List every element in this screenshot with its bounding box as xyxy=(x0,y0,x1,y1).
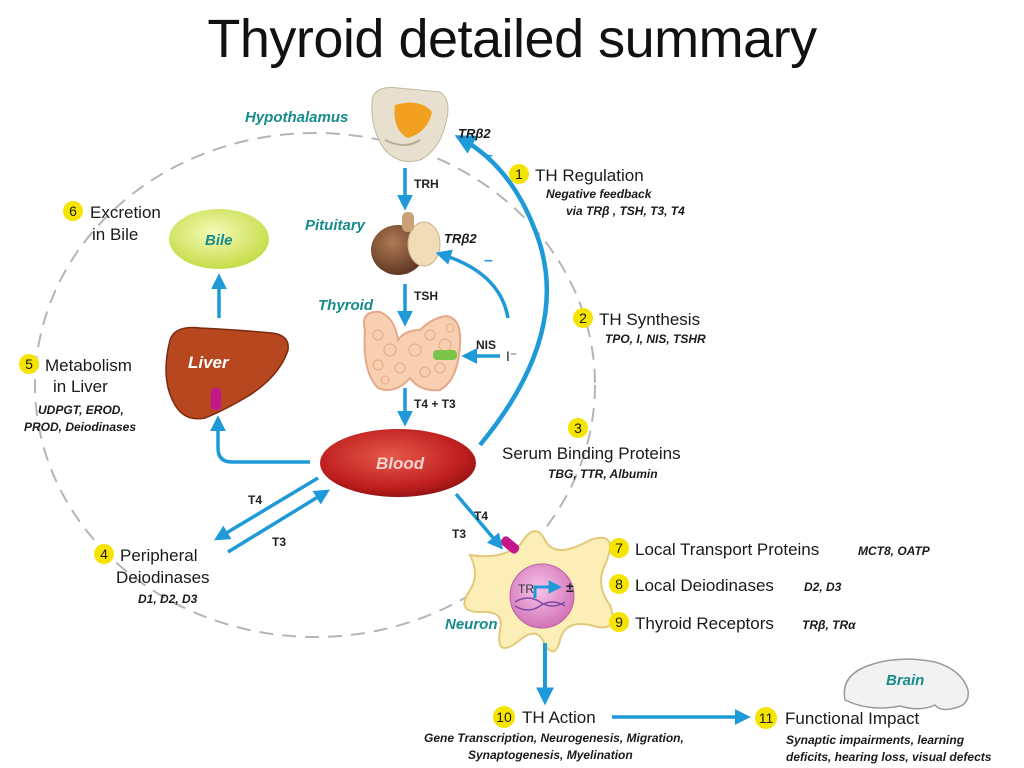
step-9-thyroid-receptors: 9 Thyroid Receptors TRβ, TRα xyxy=(609,612,856,633)
step-9-number: 9 xyxy=(615,614,623,630)
step-11-functional-impact: 11 Functional Impact Synaptic impairment… xyxy=(755,707,992,764)
step-5-title: Metabolism xyxy=(45,356,132,375)
tr-arrow xyxy=(533,580,563,598)
blood-to-liver-arrow xyxy=(210,415,310,464)
t3-peripheral-arrow xyxy=(227,489,331,554)
step-1-title: TH Regulation xyxy=(535,166,644,185)
step-9-sub1: TRβ, TRα xyxy=(802,618,856,632)
feedback-pituitary-arrow xyxy=(435,249,510,319)
tsh-label: TSH xyxy=(414,289,438,303)
trbeta2-top-label: TRβ2 xyxy=(458,126,491,141)
step-7-number: 7 xyxy=(615,540,623,556)
bile-label: Bile xyxy=(205,232,233,249)
t4-peripheral-arrow xyxy=(213,476,319,541)
step-4-number: 4 xyxy=(100,546,108,562)
step-5-metabolism-liver: 5 Metabolism in Liver UDPGT, EROD, PROD,… xyxy=(19,354,136,434)
step-9-title: Thyroid Receptors xyxy=(635,614,774,633)
step-10-sub1: Gene Transcription, Neurogenesis, Migrat… xyxy=(424,731,684,745)
iodide-label: I⁻ xyxy=(506,348,517,364)
liver-transporter xyxy=(211,388,221,410)
step-7-sub1: MCT8, OATP xyxy=(858,544,931,558)
step-8-local-deiodinases: 8 Local Deiodinases D2, D3 xyxy=(609,574,842,595)
minus-top-label: – xyxy=(484,147,493,164)
step-10-title: TH Action xyxy=(522,708,596,727)
step-11-sub2: deficits, hearing loss, visual defects xyxy=(786,750,992,764)
t3-left-label: T3 xyxy=(272,535,286,549)
nis-transporter xyxy=(433,350,457,360)
step-11-number: 11 xyxy=(759,710,774,726)
step-10-number: 10 xyxy=(496,709,512,725)
t4-right-label: T4 xyxy=(474,509,488,523)
step-8-sub1: D2, D3 xyxy=(804,580,842,594)
step-4-peripheral-deiodinases: 4 Peripheral Deiodinases D1, D2, D3 xyxy=(94,544,210,606)
step-5-sub2: PROD, Deiodinases xyxy=(24,420,136,434)
pituitary-label: Pituitary xyxy=(305,217,366,234)
step-1-sub2: via TRβ , TSH, T3, T4 xyxy=(566,204,685,218)
step-7-local-transport: 7 Local Transport Proteins MCT8, OATP xyxy=(609,538,931,559)
step-11-sub1: Synaptic impairments, learning xyxy=(786,733,965,747)
nis-label: NIS xyxy=(476,338,496,352)
step-3-title: Serum Binding Proteins xyxy=(502,444,681,463)
step-6-number: 6 xyxy=(69,203,77,219)
plus-minus-label: ± xyxy=(566,579,574,595)
hypothalamus-illustration xyxy=(371,87,449,163)
thyroid-gland-illustration xyxy=(363,310,462,392)
brain-label: Brain xyxy=(886,672,924,689)
minus-mid-label: – xyxy=(484,252,493,269)
pituitary-illustration xyxy=(371,212,441,275)
step-1-th-regulation: 1 TH Regulation Negative feedback via TR… xyxy=(509,164,685,218)
step-6-title: Excretion xyxy=(90,203,161,222)
step-2-th-synthesis: 2 TH Synthesis TPO, I, NIS, TSHR xyxy=(573,308,706,346)
blood-to-neuron-arrow xyxy=(454,492,504,550)
step-10-th-action: 10 TH Action Gene Transcription, Neuroge… xyxy=(424,706,684,762)
step-3-number: 3 xyxy=(574,420,582,436)
dashed-cycle-ring xyxy=(34,132,596,638)
step-10-sub2: Synaptogenesis, Myelination xyxy=(468,748,633,762)
step-11-title: Functional Impact xyxy=(785,709,919,728)
t4-left-label: T4 xyxy=(248,493,262,507)
blood-label: Blood xyxy=(376,454,425,473)
step-3-sub1: TBG, TTR, Albumin xyxy=(548,467,658,481)
blood-shape xyxy=(320,429,476,497)
hypothalamus-label: Hypothalamus xyxy=(245,109,348,126)
step-3-serum-binding: 3 Serum Binding Proteins TBG, TTR, Album… xyxy=(502,418,681,481)
t4t3-label: T4 + T3 xyxy=(414,397,456,411)
neuron-illustration xyxy=(463,530,614,653)
step-4-title2: Deiodinases xyxy=(116,568,210,587)
liver-illustration xyxy=(165,326,289,420)
step-5-title2: in Liver xyxy=(53,377,108,396)
step-8-number: 8 xyxy=(615,576,623,592)
step-2-sub1: TPO, I, NIS, TSHR xyxy=(605,332,706,346)
liver-label: Liver xyxy=(188,353,230,372)
step-5-sub1: UDPGT, EROD, xyxy=(38,403,124,417)
neuron-transporter xyxy=(500,536,520,554)
step-2-title: TH Synthesis xyxy=(599,310,700,329)
tr-label: TR xyxy=(518,582,534,596)
t3-right-label: T3 xyxy=(452,527,466,541)
page-title: Thyroid detailed summary xyxy=(207,9,817,69)
trh-label: TRH xyxy=(414,177,439,191)
step-4-title: Peripheral xyxy=(120,546,198,565)
brain-illustration xyxy=(843,658,969,711)
step-6-title2: in Bile xyxy=(92,225,138,244)
thyroid-label: Thyroid xyxy=(318,297,374,314)
neuron-label: Neuron xyxy=(445,616,498,633)
step-5-number: 5 xyxy=(25,356,33,372)
step-4-sub1: D1, D2, D3 xyxy=(138,592,198,606)
step-1-sub1: Negative feedback xyxy=(546,187,653,201)
step-7-title: Local Transport Proteins xyxy=(635,540,819,559)
trbeta2-mid-label: TRβ2 xyxy=(444,231,477,246)
step-2-number: 2 xyxy=(579,310,587,326)
feedback-hypothalamus-arrow xyxy=(454,135,550,447)
step-8-title: Local Deiodinases xyxy=(635,576,774,595)
step-6-excretion-bile: 6 Excretion in Bile xyxy=(63,201,161,244)
bile-shape xyxy=(169,209,269,269)
step-1-number: 1 xyxy=(515,166,523,182)
